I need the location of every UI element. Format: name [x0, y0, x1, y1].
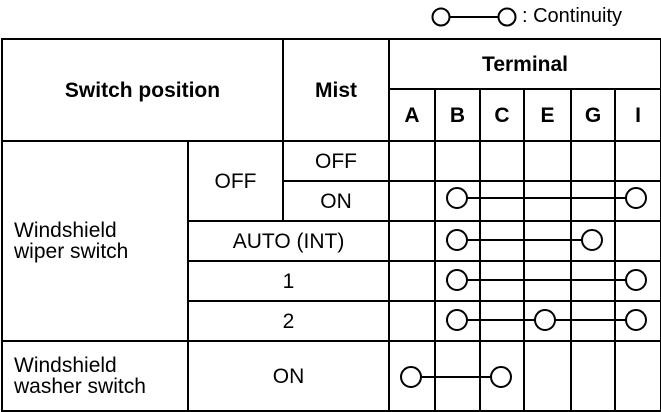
washer-switch-label-line2: washer switch	[14, 375, 146, 398]
position-1-label: 1	[186, 260, 391, 302]
cell	[388, 220, 437, 262]
cell	[570, 140, 617, 182]
continuity-legend: : Continuity	[428, 3, 661, 29]
cell	[523, 260, 573, 302]
cell	[523, 180, 573, 222]
washer-switch-label-line1: Windshield	[14, 354, 117, 377]
washer-switch-label: Windshield washer switch	[1, 340, 189, 412]
cell	[614, 260, 661, 302]
cell	[479, 260, 526, 302]
terminal-e-header: E	[523, 88, 573, 142]
switch-continuity-table: Switch position Mist Terminal A B C E G …	[0, 38, 661, 412]
cell	[523, 220, 573, 262]
mist-off-label: OFF	[282, 140, 391, 182]
mist-on-label: ON	[282, 180, 391, 222]
cell	[523, 300, 573, 342]
terminal-i-header: I	[614, 88, 661, 142]
terminal-g-header: G	[570, 88, 617, 142]
cell	[523, 140, 573, 182]
terminal-header: Terminal	[388, 38, 661, 90]
off-position-label: OFF	[186, 140, 285, 222]
cell	[388, 140, 437, 182]
terminal-a-header: A	[388, 88, 437, 142]
cell	[479, 300, 526, 342]
cell	[570, 340, 617, 412]
cell	[434, 140, 482, 182]
cell	[479, 220, 526, 262]
cell	[388, 300, 437, 342]
cell	[434, 260, 482, 302]
continuity-legend-label: : Continuity	[522, 4, 623, 27]
cell	[479, 340, 526, 412]
cell	[434, 180, 482, 222]
cell	[614, 220, 661, 262]
cell	[570, 260, 617, 302]
continuity-symbol-icon	[431, 7, 517, 27]
auto-int-position-label: AUTO (INT)	[186, 220, 391, 262]
cell	[434, 300, 482, 342]
cell	[570, 220, 617, 262]
cell	[523, 340, 573, 412]
switch-position-header: Switch position	[0, 38, 285, 142]
terminal-b-header: B	[434, 88, 482, 142]
mist-header: Mist	[282, 38, 391, 142]
cell	[388, 260, 437, 302]
terminal-c-header: C	[479, 88, 526, 142]
cell	[614, 300, 661, 342]
cell	[570, 300, 617, 342]
cell	[614, 140, 661, 182]
washer-on-label: ON	[186, 340, 391, 412]
cell	[388, 180, 437, 222]
cell	[388, 340, 437, 412]
position-2-label: 2	[186, 300, 391, 342]
cell	[479, 180, 526, 222]
cell	[570, 180, 617, 222]
cell	[434, 340, 482, 412]
cell	[614, 340, 661, 412]
wiper-switch-label-line1: Windshield	[14, 219, 117, 242]
wiper-switch-label: Windshield wiper switch	[1, 140, 189, 342]
cell	[434, 220, 482, 262]
cell	[479, 140, 526, 182]
cell	[614, 180, 661, 222]
wiper-switch-label-line2: wiper switch	[14, 240, 129, 263]
